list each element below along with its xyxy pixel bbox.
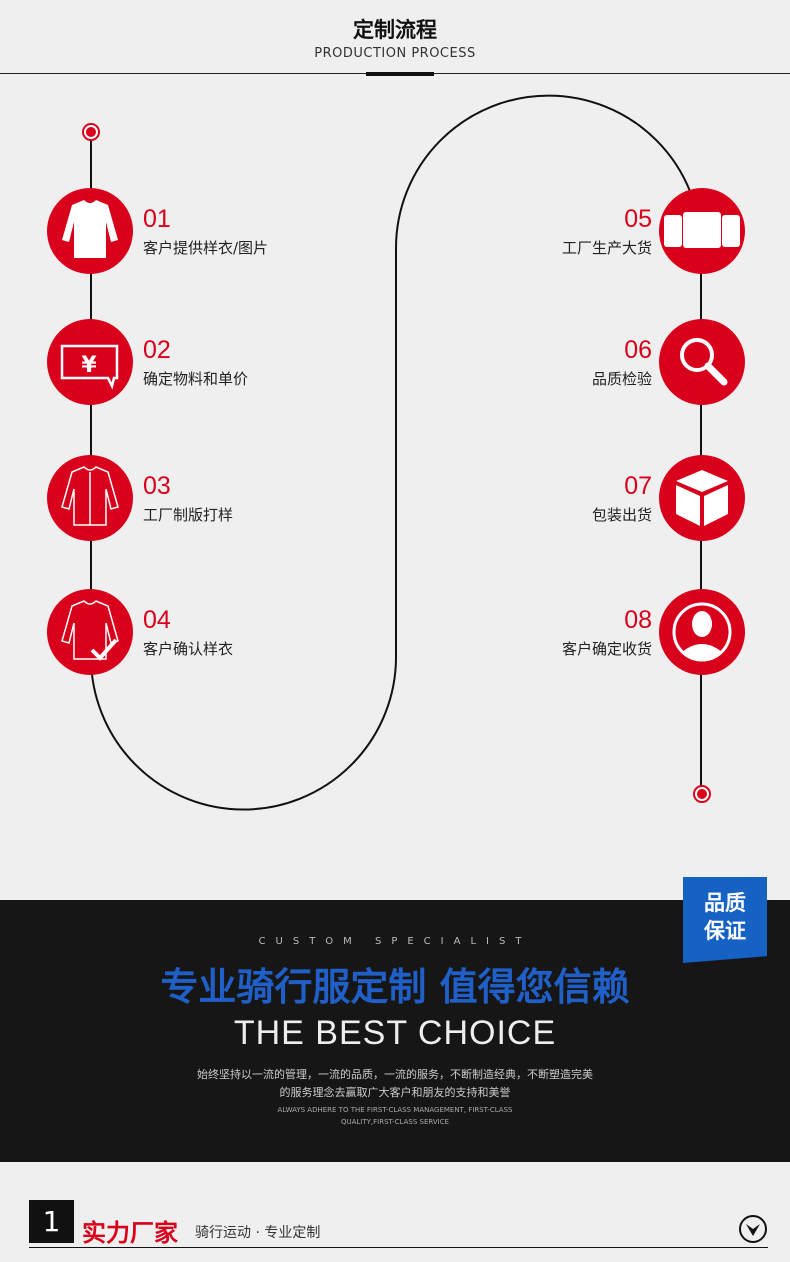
page-subtitle: PRODUCTION PROCESS <box>314 46 476 61</box>
jacket-icon <box>62 200 118 258</box>
badge-line: 保证 <box>704 919 746 943</box>
step-number: 08 <box>624 606 652 634</box>
step-number: 03 <box>143 472 171 500</box>
section-number: 1 <box>29 1200 74 1243</box>
step-label: 工厂制版打样 <box>143 506 234 524</box>
banner-desc-en: ALWAYS ADHERE TO THE FIRST-CLASS MANAGEM… <box>277 1106 513 1114</box>
step-number: 01 <box>143 205 171 233</box>
step-circle-03 <box>47 455 133 541</box>
banner-headline: THE BEST CHOICE <box>233 1014 557 1052</box>
step-label: 工厂生产大货 <box>561 239 652 257</box>
step-number: 04 <box>143 606 171 634</box>
step-number: 06 <box>624 336 652 364</box>
step-label: 客户提供样衣/图片 <box>143 239 269 257</box>
step-number: 05 <box>624 205 652 233</box>
chevron-down-icon[interactable] <box>738 1214 768 1244</box>
step-circle-07 <box>659 455 745 541</box>
process-flow: ¥ <box>47 94 745 811</box>
step-label: 确定物料和单价 <box>143 370 249 388</box>
flow-path <box>90 94 702 811</box>
banner-desc: 的服务理念去赢取广大客户和朋友的支持和美誉 <box>279 1086 511 1099</box>
banner-slogan: 专业骑行服定制 值得您信赖 <box>160 965 630 1009</box>
jackets-stack-icon <box>664 212 740 248</box>
step-circle-04 <box>47 589 133 675</box>
step-label: 客户确定收货 <box>561 640 652 658</box>
jacket-check-icon <box>61 600 119 660</box>
box-icon <box>676 470 728 526</box>
badge-line: 品质 <box>704 891 746 915</box>
quality-badge: 品质保证 <box>683 877 767 963</box>
user-icon <box>672 602 732 662</box>
step-circle-08 <box>659 589 745 675</box>
jacket-outline-icon <box>61 466 119 526</box>
svg-text:¥: ¥ <box>81 353 97 378</box>
step-circle-01 <box>47 188 133 274</box>
magnifier-icon <box>680 338 728 386</box>
step-label: 客户确认样衣 <box>143 640 234 658</box>
section-subtitle: 骑行运动 · 专业定制 <box>195 1225 321 1241</box>
step-circle-05 <box>659 188 745 274</box>
banner-desc-en: QUALITY,FIRST-CLASS SERVICE <box>340 1118 450 1126</box>
banner <box>0 900 790 1162</box>
step-label: 包装出货 <box>591 506 652 524</box>
step-number: 07 <box>624 472 652 500</box>
step-number: 02 <box>143 336 171 364</box>
divider-accent <box>366 72 434 76</box>
step-label: 品质检验 <box>591 370 652 388</box>
banner-kicker: CUSTOM SPECIALIST <box>258 936 532 947</box>
step-circle-06 <box>659 319 745 405</box>
banner-desc: 始终坚持以一流的管理，一流的品质，一流的服务，不断制造经典，不断塑造完美 <box>197 1068 593 1081</box>
section-divider <box>29 1247 768 1248</box>
section-title: 实力厂家 <box>82 1219 178 1247</box>
step-circle-02: ¥ <box>47 319 133 405</box>
yuan-price-icon: ¥ <box>60 344 119 390</box>
page-title: 定制流程 <box>353 18 437 42</box>
